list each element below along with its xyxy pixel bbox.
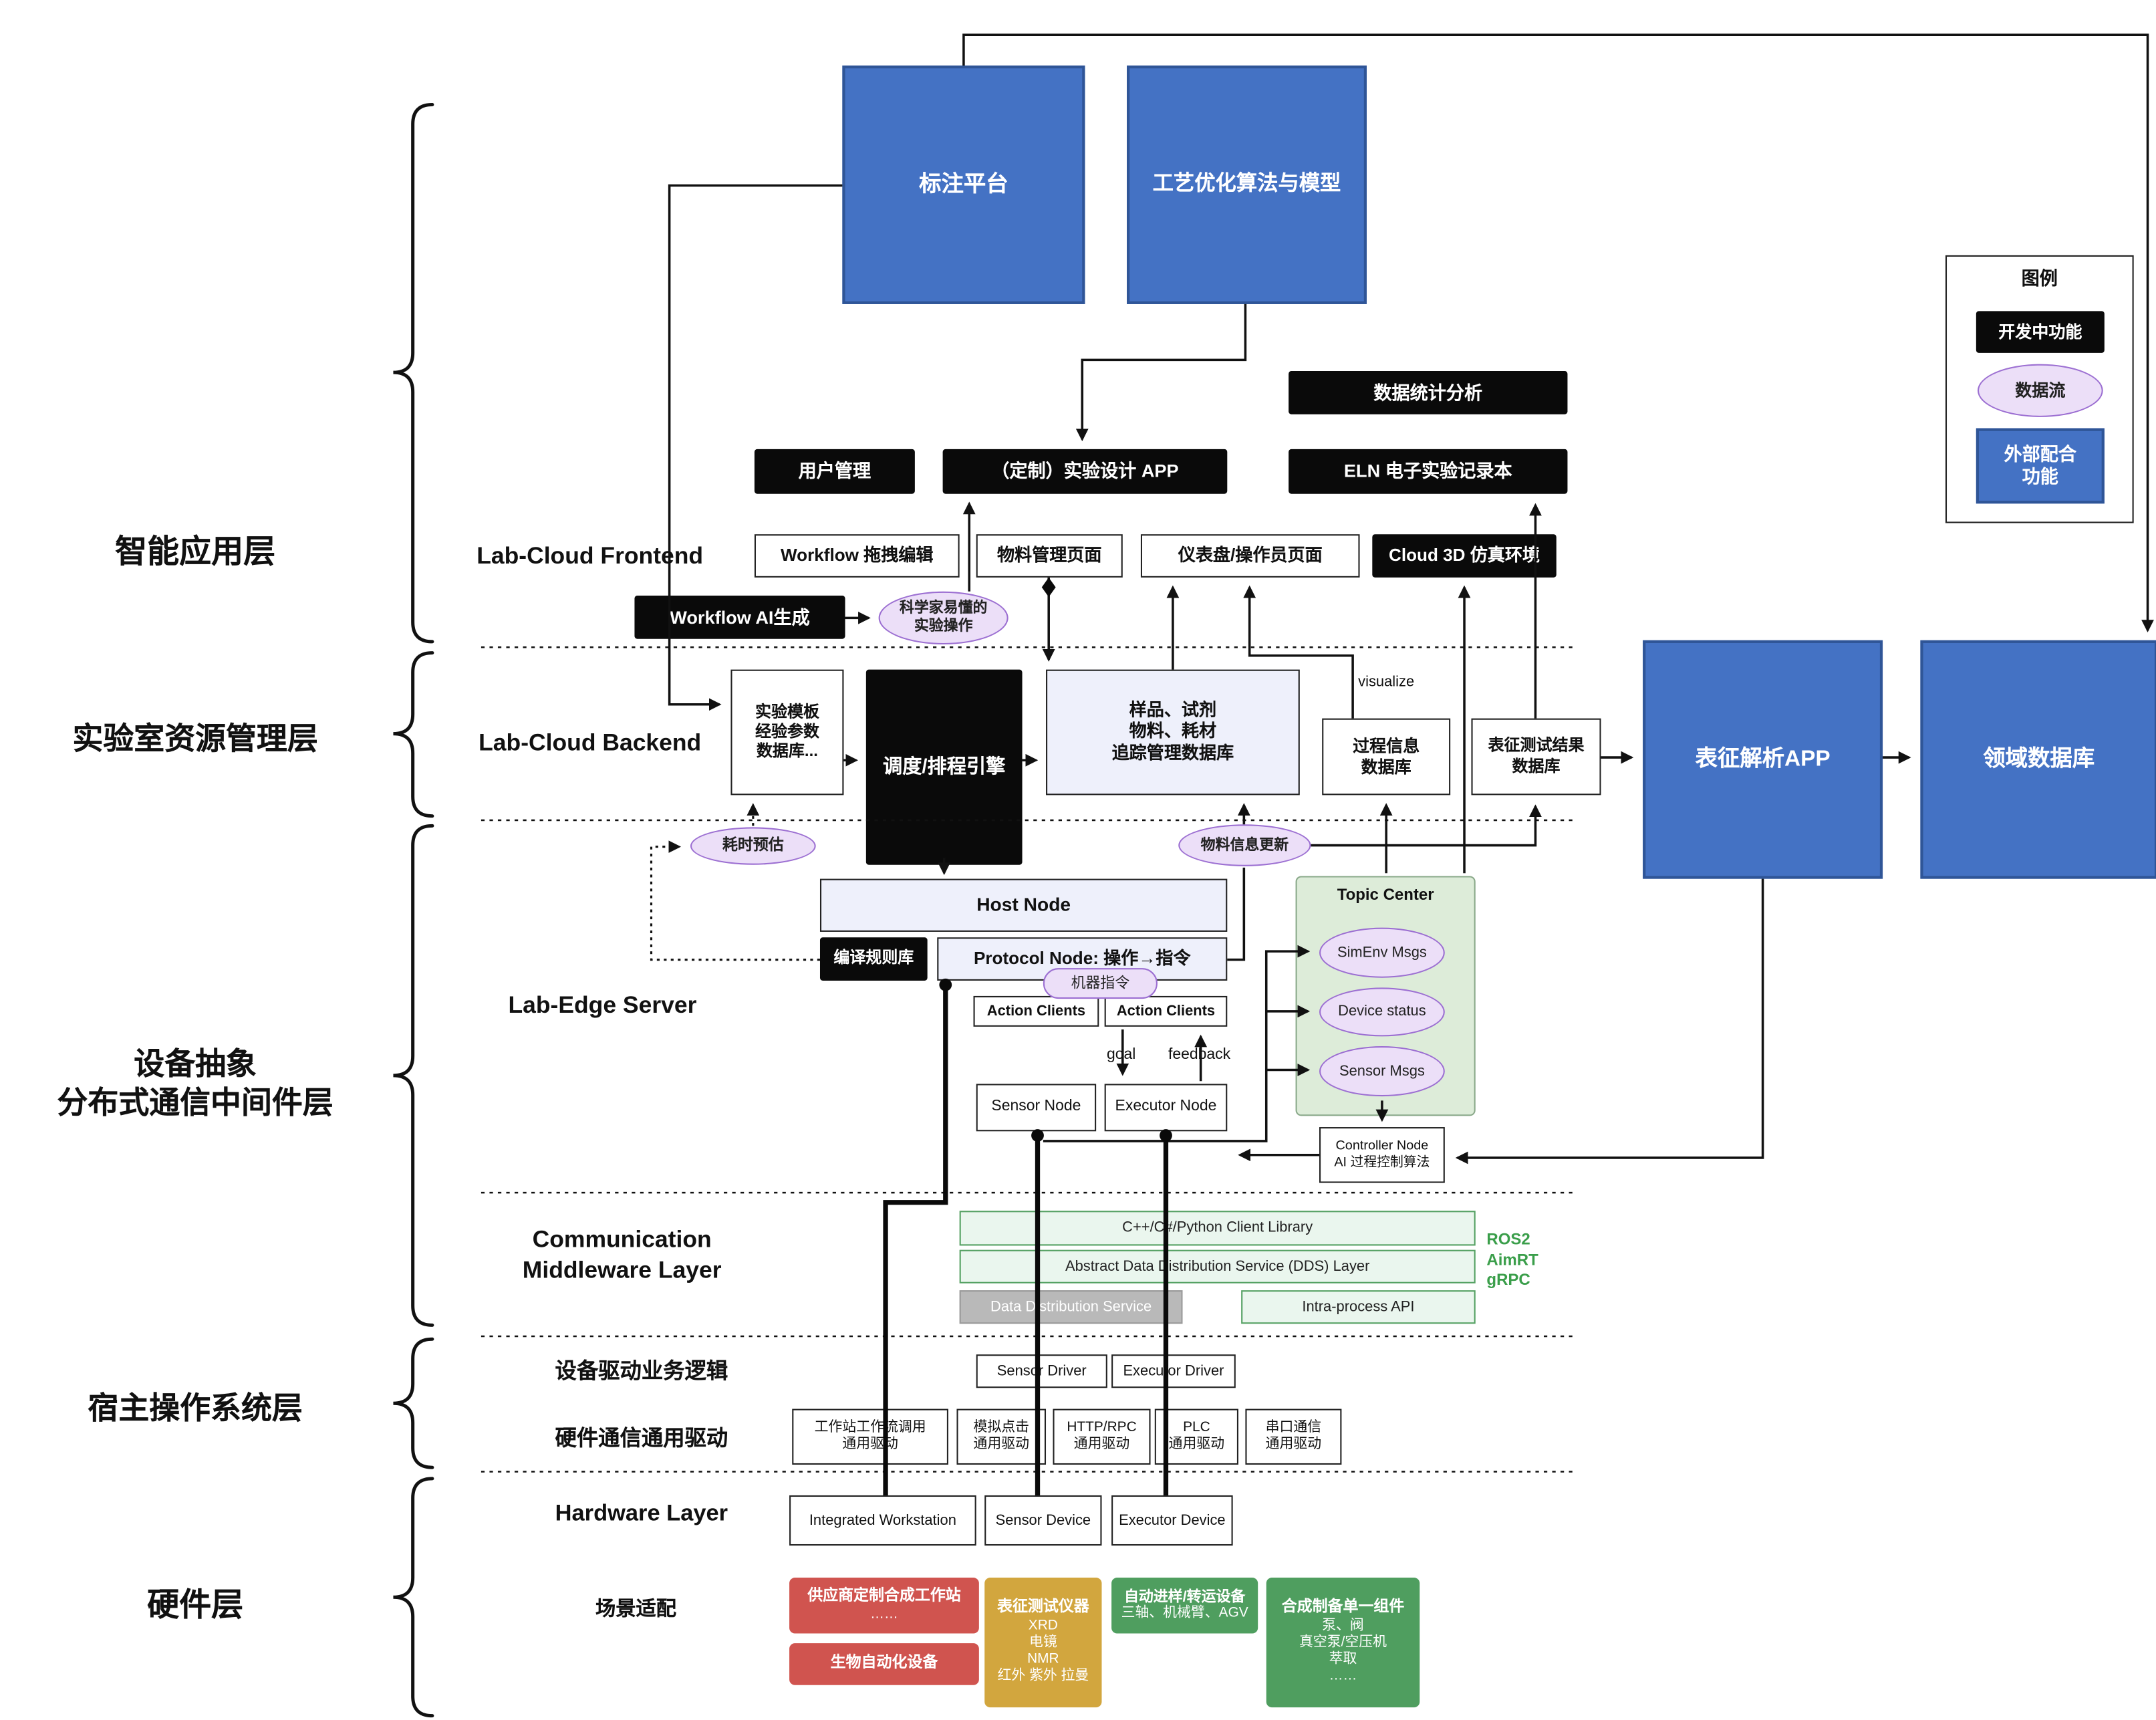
- layer-braces: [393, 102, 434, 1718]
- comm-layer-label: Communication Middleware Layer: [522, 1226, 722, 1283]
- sc-component-title: 合成制备单一组件: [1281, 1599, 1405, 1616]
- controller-node-body: AI 过程控制算法: [1334, 1154, 1430, 1171]
- sc-charact-title: 表征测试仪器: [996, 1599, 1089, 1616]
- custom-app-box: （定制）实验设计 APP: [942, 449, 1228, 494]
- dds-service-box: Data Distribution Service: [959, 1290, 1183, 1324]
- sc-transfer-body: 三轴、机械臂、AGV: [1121, 1606, 1248, 1622]
- material-update-pill: 物料信息更新: [1178, 824, 1311, 866]
- drv-plc-box: PLC 通用驱动: [1154, 1408, 1238, 1465]
- edge-label: Lab-Edge Server: [508, 991, 697, 1019]
- charact-app-box: 表征解析APP: [1643, 640, 1883, 879]
- legend-flow-item: 数据流: [1977, 364, 2103, 417]
- hw-executor-box: Executor Device: [1111, 1495, 1233, 1546]
- visualize-label: visualize: [1358, 673, 1415, 691]
- action-clients-2-box: Action Clients: [1104, 995, 1228, 1027]
- feedback-label: feedback: [1168, 1046, 1231, 1064]
- sensor-msgs-pill: Sensor Msgs: [1319, 1046, 1445, 1097]
- dashboard-box: 仪表盘/操作员页面: [1140, 534, 1360, 578]
- frontend-label: Lab-Cloud Frontend: [477, 542, 704, 570]
- drv-click-box: 模拟点击 通用驱动: [956, 1408, 1047, 1465]
- wf-editor-box: Workflow 拖拽编辑: [754, 534, 960, 578]
- drv-workstation-box: 工作站工作流调用 通用驱动: [792, 1408, 948, 1465]
- action-clients-1-box: Action Clients: [973, 995, 1099, 1027]
- legend-dev-item: 开发中功能: [1976, 311, 2105, 353]
- hw-sensor-box: Sensor Device: [984, 1495, 1102, 1546]
- host-node-box: Host Node: [819, 878, 1228, 932]
- driver-logic-label: 设备驱动业务逻辑: [555, 1360, 728, 1384]
- controller-node-box: Controller Node AI 过程控制算法: [1319, 1127, 1445, 1183]
- sc-charact-body: XRD 电镜 NMR 红外 紫外 拉曼: [997, 1618, 1089, 1685]
- process-optimization-box: 工艺优化算法与模型: [1127, 66, 1367, 304]
- client-lib-box: C++/C#/Python Client Library: [959, 1211, 1476, 1246]
- compile-rules-box: 编译规则库: [819, 937, 928, 981]
- protocols-label: ROS2 AimRT gRPC: [1486, 1231, 1538, 1290]
- topic-center-panel: Topic Center SimEnv Msgs Device status S…: [1295, 876, 1476, 1116]
- goal-label: goal: [1106, 1046, 1136, 1064]
- process-db-box: 过程信息 数据库: [1322, 718, 1451, 795]
- sci-ops-pill: 科学家易懂的 实验操作: [878, 591, 1008, 645]
- wf-ai-box: Workflow AI生成: [634, 596, 845, 639]
- sensor-node-box: Sensor Node: [976, 1084, 1097, 1132]
- eln-box: ELN 电子实验记录本: [1289, 449, 1568, 494]
- machine-cmd-pill: 机器指令: [1043, 968, 1158, 999]
- material-page-box: 物料管理页面: [976, 534, 1123, 578]
- sc-bio-box: 生物自动化设备: [789, 1643, 979, 1685]
- sc-vendor-box: 供应商定制合成工作站 ……: [789, 1578, 979, 1634]
- drv-serial-box: 串口通信 通用驱动: [1245, 1408, 1342, 1465]
- charact-db-box: 表征测试结果 数据库: [1471, 718, 1601, 795]
- hardware-layer-label: Hardware Layer: [555, 1501, 728, 1526]
- sc-component-box: 合成制备单一组件 泵、阀 真空泵/空压机 萃取 ……: [1266, 1578, 1420, 1708]
- executor-driver-box: Executor Driver: [1111, 1354, 1236, 1388]
- layer-label-resource: 实验室资源管理层: [72, 721, 318, 756]
- data-stats-box: 数据统计分析: [1289, 371, 1568, 414]
- user-mgmt-box: 用户管理: [754, 449, 915, 494]
- backend-label: Lab-Cloud Backend: [479, 729, 702, 756]
- simenv-msgs-pill: SimEnv Msgs: [1319, 927, 1445, 978]
- controller-node-title: Controller Node: [1335, 1138, 1429, 1154]
- device-status-pill: Device status: [1319, 987, 1445, 1037]
- sensor-driver-box: Sensor Driver: [976, 1354, 1107, 1388]
- domain-db-box: 领域数据库: [1920, 640, 2156, 879]
- layer-label-hardware: 硬件层: [147, 1586, 244, 1622]
- sample-db-box: 样品、试剂 物料、耗材 追踪管理数据库: [1046, 669, 1300, 795]
- sc-charact-box: 表征测试仪器 XRD 电镜 NMR 红外 紫外 拉曼: [984, 1578, 1102, 1708]
- sc-transfer-box: 自动进样/转运设备 三轴、机械臂、AGV: [1111, 1578, 1258, 1634]
- layer-label-middleware: 设备抽象 分布式通信中间件层: [57, 1046, 333, 1120]
- drv-http-box: HTTP/RPC 通用驱动: [1053, 1408, 1151, 1465]
- intra-api-box: Intra-process API: [1241, 1290, 1476, 1324]
- cloud3d-box: Cloud 3D 仿真环境: [1372, 534, 1557, 578]
- dds-layer-box: Abstract Data Distribution Service (DDS)…: [959, 1249, 1476, 1283]
- sc-vendor-title: 供应商定制合成工作站: [807, 1588, 961, 1605]
- scenario-label: 场景适配: [595, 1598, 677, 1621]
- executor-node-box: Executor Node: [1104, 1084, 1228, 1132]
- hw-comm-label: 硬件通信通用驱动: [555, 1427, 728, 1451]
- sc-transfer-title: 自动进样/转运设备: [1123, 1588, 1246, 1605]
- time-est-pill: 耗时预估: [690, 827, 816, 865]
- legend-title: 图例: [2021, 267, 2058, 289]
- sc-vendor-body: ……: [870, 1606, 898, 1622]
- topic-center-title: Topic Center: [1337, 887, 1434, 904]
- layer-label-app: 智能应用层: [115, 533, 276, 570]
- layer-label-hostos: 宿主操作系统层: [88, 1390, 303, 1426]
- annotation-platform-box: 标注平台: [842, 66, 1085, 304]
- legend-external-item: 外部配合 功能: [1976, 428, 2105, 504]
- template-db-box: 实验模板 经验参数 数据库...: [730, 669, 844, 795]
- scheduler-box: 调度/排程引擎: [865, 669, 1023, 865]
- sc-component-body: 泵、阀 真空泵/空压机 萃取 ……: [1299, 1618, 1387, 1685]
- hw-workstation-box: Integrated Workstation: [789, 1495, 976, 1546]
